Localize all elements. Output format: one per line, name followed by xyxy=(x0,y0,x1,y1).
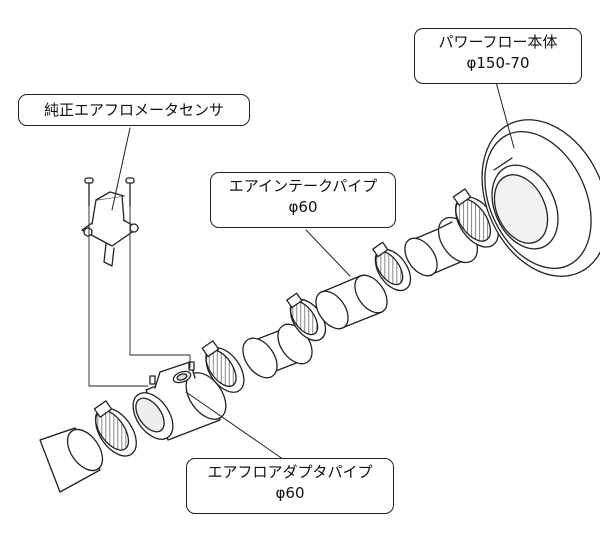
hose-clamp-2 xyxy=(201,340,245,393)
powerflow-filter-body xyxy=(481,119,600,277)
existing-intake-pipe xyxy=(39,427,104,493)
label-powerflow-body: パワーフロー本体 φ150-70 xyxy=(414,28,582,84)
label-air-intake-pipe-name: エアインテークパイプ xyxy=(228,177,378,195)
label-adapter-pipe-name: エアフロアダプタパイプ xyxy=(207,463,373,481)
label-air-intake-pipe-size: φ60 xyxy=(288,198,318,216)
adapter-pipe xyxy=(132,361,227,441)
label-adapter-pipe-size: φ60 xyxy=(275,484,305,502)
rubber-coupler xyxy=(242,323,313,379)
assembly-guide-lines xyxy=(88,205,191,387)
leader-lines xyxy=(111,81,515,465)
label-airflow-meter-sensor-text: 純正エアフロメータセンサ xyxy=(43,101,224,119)
label-airflow-meter-sensor: 純正エアフロメータセンサ xyxy=(18,94,250,126)
hose-clamp-4 xyxy=(372,241,412,292)
screw-right xyxy=(125,177,135,207)
label-adapter-pipe: エアフロアダプタパイプ φ60 xyxy=(186,458,394,514)
label-powerflow-body-size: φ150-70 xyxy=(466,54,530,72)
label-powerflow-body-name: パワーフロー本体 xyxy=(438,33,558,51)
air-intake-pipe xyxy=(315,274,388,330)
screw-left xyxy=(84,177,94,207)
airflow-meter-sensor xyxy=(81,191,139,267)
label-air-intake-pipe: エアインテークパイプ φ60 xyxy=(210,172,396,228)
hose-clamp-1 xyxy=(93,400,137,457)
